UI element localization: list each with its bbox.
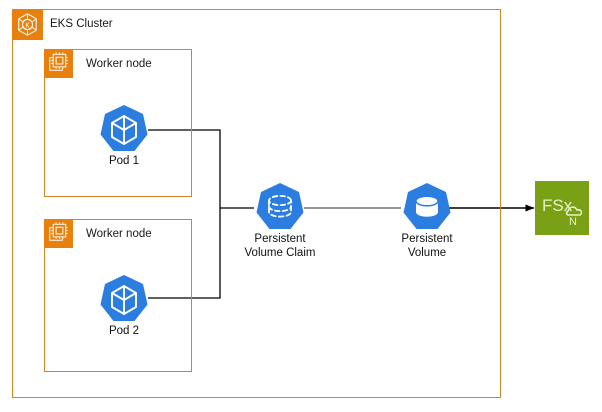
svg-text:N: N bbox=[569, 216, 577, 228]
kubernetes-pvc-icon bbox=[252, 180, 308, 236]
kubernetes-pv-icon bbox=[399, 180, 455, 236]
kubernetes-pod-icon bbox=[96, 102, 152, 158]
svg-text:K: K bbox=[25, 21, 30, 29]
worker-node-cpu-icon bbox=[44, 219, 73, 248]
pod-2-label: Pod 2 bbox=[108, 325, 140, 337]
eks-cluster-label: EKS Cluster bbox=[50, 18, 113, 30]
pod-1-label: Pod 1 bbox=[108, 155, 140, 167]
worker-node-label-2: Worker node bbox=[86, 228, 152, 240]
svg-text:FSx: FSx bbox=[542, 196, 573, 215]
eks-kubernetes-icon: K bbox=[12, 9, 43, 40]
kubernetes-pod-icon bbox=[96, 272, 152, 328]
persistent-volume-label: Persistent Volume bbox=[401, 233, 453, 259]
persistent-volume-claim-label: Persistent Volume Claim bbox=[244, 233, 316, 259]
eks-cluster-container bbox=[12, 9, 501, 398]
worker-node-cpu-icon bbox=[44, 49, 73, 78]
worker-node-container-2 bbox=[44, 219, 192, 372]
worker-node-container-1 bbox=[44, 49, 192, 197]
fsx-netapp-ontap-icon: FSx N bbox=[535, 181, 589, 235]
worker-node-label-1: Worker node bbox=[86, 58, 152, 70]
